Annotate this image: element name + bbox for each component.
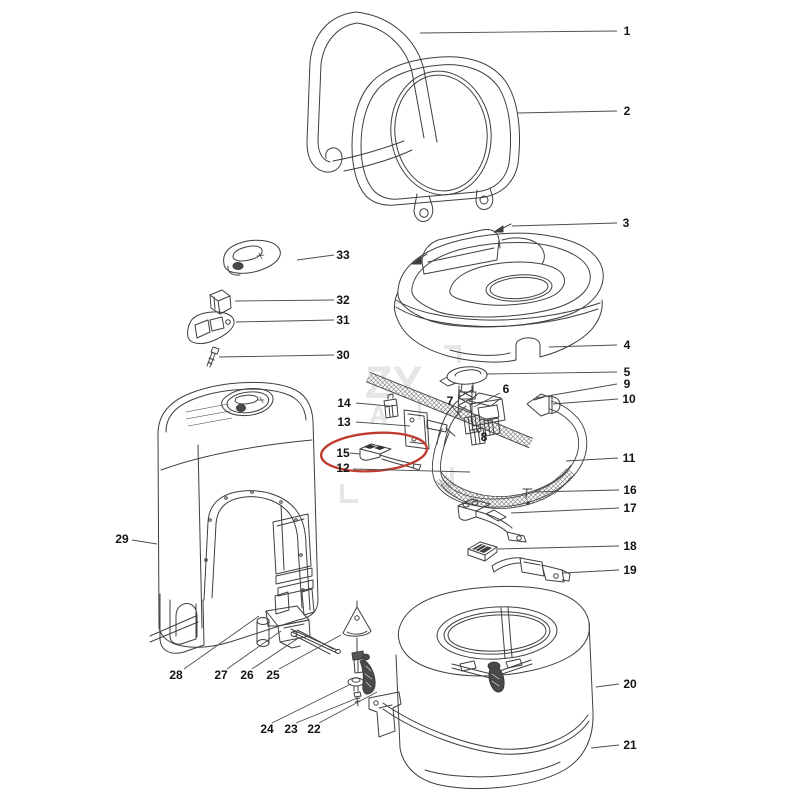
part-label-12: 12 [336,461,350,475]
part-6-pump [463,392,506,437]
part-label-4: 4 [623,338,631,352]
part-label-8: 8 [480,430,488,444]
part-15-valve-clip [359,443,422,471]
part-label-15: 15 [336,446,350,460]
part-label-3: 3 [622,216,630,230]
part-11-hose-loop [431,400,588,509]
part-4-bowl [394,223,604,363]
part-label-18: 18 [623,539,637,553]
highlight-ellipse [319,431,429,473]
part-label-7: 7 [446,394,454,408]
part-29-housing [149,381,319,654]
fill-tube [365,371,533,449]
part-label-33: 33 [336,248,350,262]
part-label-32: 32 [336,293,350,307]
part-19-bracket [491,557,571,583]
part-16-screw [522,488,533,505]
part-label-29: 29 [115,532,129,546]
part-label-31: 31 [336,313,350,327]
part-33-cover [223,239,281,276]
part-18-seal-holder [467,541,498,562]
part-9-10-cap [526,393,561,417]
part-label-10: 10 [622,392,636,406]
part-31-plate [187,311,235,345]
part-32-button [209,289,232,315]
part-label-6: 6 [502,382,510,396]
part-30-pin [206,346,220,368]
watermark-line2: A [369,400,388,430]
part-25-rod [290,628,341,654]
leader-lines [131,30,620,749]
part-label-11: 11 [622,451,636,465]
part-label-23: 23 [284,722,298,736]
part-label-24: 24 [260,722,274,736]
part-7-bellows [436,385,473,447]
part-label-30: 30 [336,348,350,362]
part-label-9: 9 [623,377,631,391]
part-label-19: 19 [623,563,637,577]
part-2-seat [351,56,520,222]
part-17-bracket [457,498,527,543]
part-label-20: 20 [623,677,637,691]
part-label-1: 1 [623,24,631,38]
part-label-21: 21 [623,738,637,752]
part-22-23-24-crank-group [342,600,376,707]
part-label-27: 27 [214,668,228,682]
part-label-25: 25 [266,668,280,682]
part-26-27-latch [256,605,334,655]
part-label-2: 2 [623,104,631,118]
part-1-lid-ring [306,11,438,173]
part-label-28: 28 [169,668,183,682]
part-20-21-tank [368,585,594,789]
part-label-14: 14 [337,396,351,410]
part-label-13: 13 [337,415,351,429]
part-label-16: 16 [623,483,637,497]
part-label-26: 26 [240,668,254,682]
part-label-5: 5 [623,365,631,379]
part-label-17: 17 [623,501,637,515]
part-label-22: 22 [307,722,321,736]
